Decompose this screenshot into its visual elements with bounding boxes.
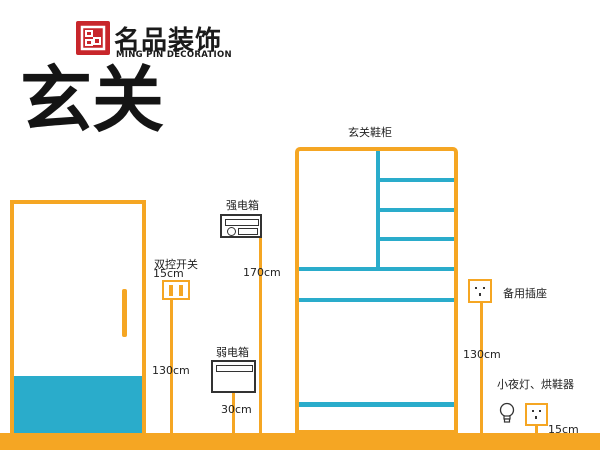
strong-box-label: 强电箱 <box>226 199 259 212</box>
logo-glyph-icon <box>80 25 106 51</box>
spare-socket-icon <box>468 279 492 303</box>
strong-box-icon <box>220 214 262 238</box>
brand-logo-icon <box>76 21 110 55</box>
spare-socket-dimension-line <box>480 303 483 433</box>
double-switch-icon <box>162 280 190 300</box>
double-switch-offset: 15cm <box>153 267 184 280</box>
light-bulb-icon <box>499 402 515 423</box>
double-switch-dimension-line <box>170 300 173 433</box>
brand-name-cn: 名品装饰 <box>114 26 223 56</box>
weak-box-height: 30cm <box>221 403 252 416</box>
shoe-cabinet-label: 玄关鞋柜 <box>348 126 392 139</box>
cabinet-shelf <box>299 298 454 302</box>
door-mat <box>14 376 142 434</box>
cabinet-upper-divider <box>376 151 380 267</box>
cabinet-shelf <box>380 178 454 182</box>
cabinet-shelf <box>380 208 454 212</box>
spare-socket-label: 备用插座 <box>503 287 547 300</box>
weak-box-icon <box>211 360 256 393</box>
cabinet-shelf <box>380 237 454 241</box>
door-handle <box>122 289 127 337</box>
weak-box-label: 弱电箱 <box>216 346 249 359</box>
strong-box-height: 170cm <box>243 266 281 279</box>
double-switch-height: 130cm <box>152 364 190 377</box>
night-light-height: 15cm <box>548 423 579 436</box>
page-title: 玄关 <box>20 58 165 142</box>
brand-name-en: MING PIN DECORATION <box>116 50 232 60</box>
floor <box>0 433 600 450</box>
cabinet-shelf <box>299 267 454 271</box>
cabinet-shelf <box>299 402 454 407</box>
night-light-label: 小夜灯、烘鞋器 <box>497 378 574 391</box>
weak-box-dimension-line <box>232 393 235 433</box>
night-light-socket-icon <box>525 403 548 426</box>
double-switch-label: 双控开关 <box>154 258 198 271</box>
strong-box-dimension-line <box>259 238 262 433</box>
night-light-dimension-line <box>535 426 538 433</box>
spare-socket-height: 130cm <box>463 348 501 361</box>
